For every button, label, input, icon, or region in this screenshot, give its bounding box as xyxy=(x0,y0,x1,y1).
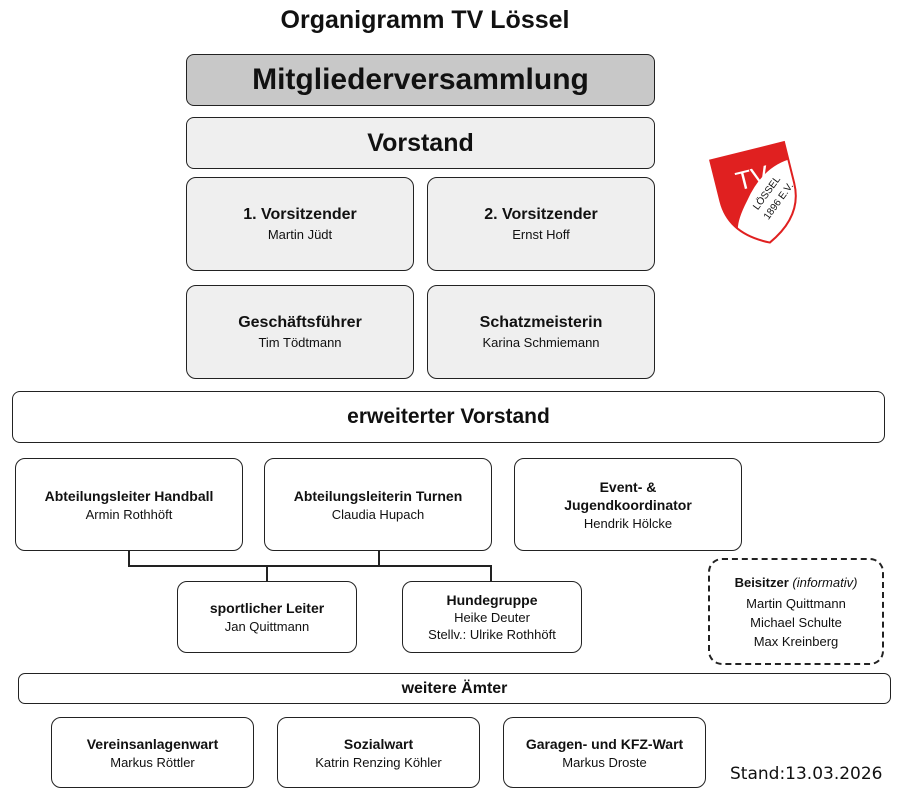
beisitzer-name: Martin Quittmann xyxy=(746,595,846,611)
stand-date: Stand:13.03.2026 xyxy=(730,764,883,784)
person-name: Heike Deuter xyxy=(454,610,530,625)
mitgliederversammlung-box: Mitgliederversammlung xyxy=(186,54,655,106)
role-label: Sozialwart xyxy=(343,735,414,752)
role-label: Geschäftsführer xyxy=(238,314,362,331)
role-label: Schatzmeisterin xyxy=(479,314,603,331)
person-name: Markus Droste xyxy=(562,754,647,770)
connector-line xyxy=(266,565,268,581)
person-name: Claudia Hupach xyxy=(331,506,425,522)
beisitzer-header: Beisitzer (informativ) xyxy=(735,575,858,590)
role-label: 1. Vorsitzender xyxy=(243,206,357,223)
person-name: Tim Tödtmann xyxy=(258,335,342,350)
abteilungsleiter-handball-box: Abteilungsleiter Handball Armin Rothhöft xyxy=(15,458,243,551)
sozialwart-box: Sozialwart Katrin Renzing Köhler xyxy=(277,717,480,788)
person-name: Armin Rothhöft xyxy=(85,506,173,522)
beisitzer-name: Max Kreinberg xyxy=(753,633,839,649)
beisitzer-label: Beisitzer xyxy=(734,574,789,590)
person-name: Hendrik Hölcke xyxy=(583,515,673,531)
role-label: 2. Vorsitzender xyxy=(484,206,598,223)
beisitzer-name: Michael Schulte xyxy=(750,614,842,630)
hundegruppe-box: Hundegruppe Heike Deuter Stellv.: Ulrike… xyxy=(402,581,582,653)
vorsitzender-2-box: 2. Vorsitzender Ernst Hoff xyxy=(427,177,655,271)
page-title: Organigramm TV Lössel xyxy=(280,6,570,34)
geschaeftsfuehrer-box: Geschäftsführer Tim Tödtmann xyxy=(186,285,414,379)
connector-line xyxy=(128,551,130,566)
connector-line xyxy=(266,565,491,567)
role-label: Abteilungsleiterin Turnen xyxy=(293,487,463,504)
vorstand-label: Vorstand xyxy=(367,128,474,157)
vereinsanlagenwart-box: Vereinsanlagenwart Markus Röttler xyxy=(51,717,254,788)
vorsitzender-1-box: 1. Vorsitzender Martin Jüdt xyxy=(186,177,414,271)
person-name: Ernst Hoff xyxy=(512,227,570,242)
role-label-line1: Event- & xyxy=(599,478,657,495)
vorstand-box: Vorstand xyxy=(186,117,655,169)
role-label: Abteilungsleiter Handball xyxy=(44,487,214,504)
person-name: Martin Jüdt xyxy=(267,227,333,242)
person-name: Katrin Renzing Köhler xyxy=(315,754,442,770)
weitere-aemter-box: weitere Ämter xyxy=(18,673,891,704)
schatzmeisterin-box: Schatzmeisterin Karina Schmiemann xyxy=(427,285,655,379)
role-label: Vereinsanlagenwart xyxy=(86,735,219,752)
club-logo: TV LÖSSEL 1896 E.V. xyxy=(708,140,808,250)
role-label: Hundegruppe xyxy=(446,592,538,608)
role-label-line2: Jugendkoordinator xyxy=(564,496,692,513)
erweiterter-vorstand-label: erweiterter Vorstand xyxy=(347,405,550,428)
mitgliederversammlung-label: Mitgliederversammlung xyxy=(252,63,589,96)
beisitzer-note: (informativ) xyxy=(792,574,858,590)
person-name: Karina Schmiemann xyxy=(482,335,600,350)
connector-line xyxy=(378,551,380,566)
garagen-kfz-wart-box: Garagen- und KFZ-Wart Markus Droste xyxy=(503,717,706,788)
connector-line xyxy=(128,565,379,567)
connector-line xyxy=(490,565,492,581)
weitere-aemter-label: weitere Ämter xyxy=(401,679,508,697)
sportlicher-leiter-box: sportlicher Leiter Jan Quittmann xyxy=(177,581,357,653)
erweiterter-vorstand-box: erweiterter Vorstand xyxy=(12,391,885,443)
shield-icon: TV LÖSSEL 1896 E.V. xyxy=(709,140,797,244)
abteilungsleiterin-turnen-box: Abteilungsleiterin Turnen Claudia Hupach xyxy=(264,458,492,551)
role-label: Garagen- und KFZ-Wart xyxy=(525,735,684,752)
beisitzer-box: Beisitzer (informativ) Martin Quittmann … xyxy=(708,558,884,665)
person-name: Jan Quittmann xyxy=(224,619,310,634)
deputy-name: Stellv.: Ulrike Rothhöft xyxy=(428,627,556,642)
person-name: Markus Röttler xyxy=(110,754,195,770)
role-label: sportlicher Leiter xyxy=(209,600,325,616)
jugendkoordinator-box: Event- & Jugendkoordinator Hendrik Hölck… xyxy=(514,458,742,551)
